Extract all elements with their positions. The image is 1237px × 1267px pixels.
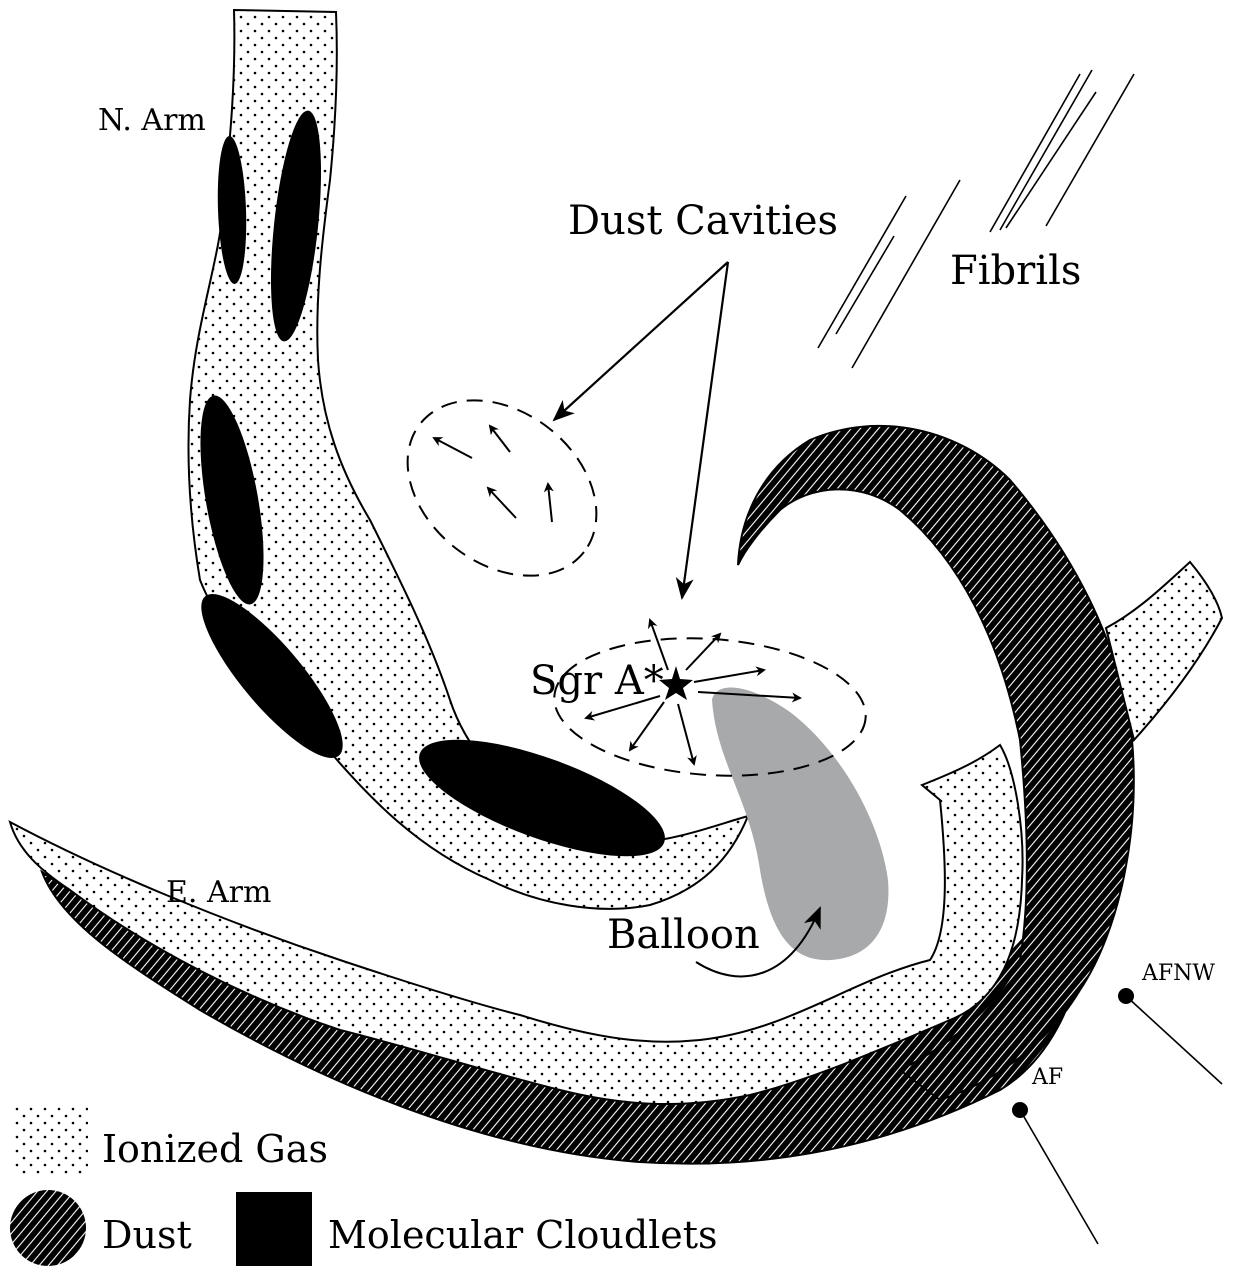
af-line — [1020, 1110, 1098, 1244]
legend-ionized-gas-swatch — [12, 1106, 88, 1176]
sgr-a-label: Sgr A* — [530, 658, 664, 704]
dust-cavity-ellipse-upper — [373, 364, 630, 612]
afnw-line — [1126, 996, 1222, 1084]
sgr-a-star-icon — [659, 666, 693, 700]
legend-molecular-cloudlets-swatch — [236, 1192, 312, 1266]
dust-cavities-label: Dust Cavities — [568, 198, 838, 244]
dust-cavities-pointers — [554, 262, 728, 598]
legend-dust-swatch — [10, 1190, 86, 1266]
east-arm-label: E. Arm — [166, 875, 271, 910]
afnw-label: AFNW — [1141, 961, 1215, 986]
upper-cavity-arrows — [434, 426, 552, 522]
fibrils-lines — [818, 70, 1134, 368]
af-label: AF — [1031, 1065, 1063, 1090]
fibrils-label: Fibrils — [950, 248, 1081, 294]
legend-ionized-gas-label: Ionized Gas — [102, 1127, 328, 1171]
balloon-label: Balloon — [607, 912, 760, 958]
legend-molecular-cloudlets-label: Molecular Cloudlets — [328, 1213, 718, 1257]
north-arm-label: N. Arm — [98, 103, 206, 138]
legend-dust-label: Dust — [102, 1213, 192, 1257]
